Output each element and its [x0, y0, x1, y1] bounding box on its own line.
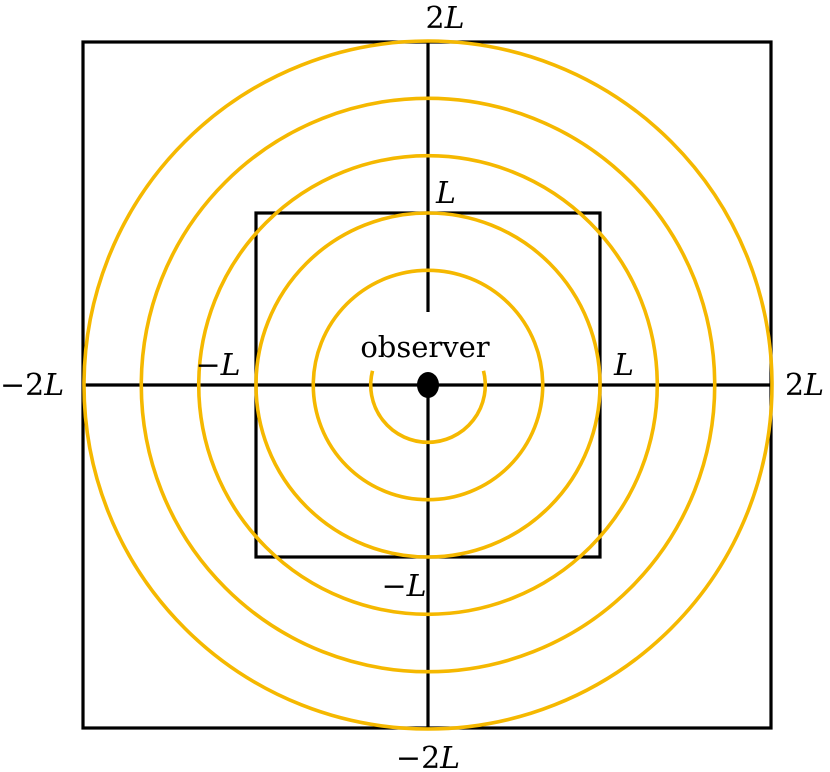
- wavefront-circle-5: [139, 96, 717, 674]
- label-top-inner: L: [435, 176, 456, 211]
- observer-dot: [417, 372, 439, 398]
- label-left-outer: −2L: [0, 368, 64, 403]
- wavefront-circle-4: [196, 153, 660, 617]
- label-bottom-inner: −L: [381, 569, 426, 604]
- wavefront-circle-3: [254, 211, 602, 559]
- wavefront-circle-6: [82, 39, 774, 731]
- wavefront-circle-2: [311, 268, 545, 502]
- label-right-inner: L: [613, 348, 634, 383]
- wavefront-circle-1: [368, 370, 488, 445]
- wavefronts: [82, 39, 774, 731]
- label-left-inner: −L: [195, 348, 240, 383]
- label-top-outer: 2L: [425, 1, 464, 36]
- label-bottom-outer: −2L: [396, 741, 460, 772]
- label-right-outer: 2L: [785, 368, 824, 403]
- observer-label: observer: [360, 330, 489, 364]
